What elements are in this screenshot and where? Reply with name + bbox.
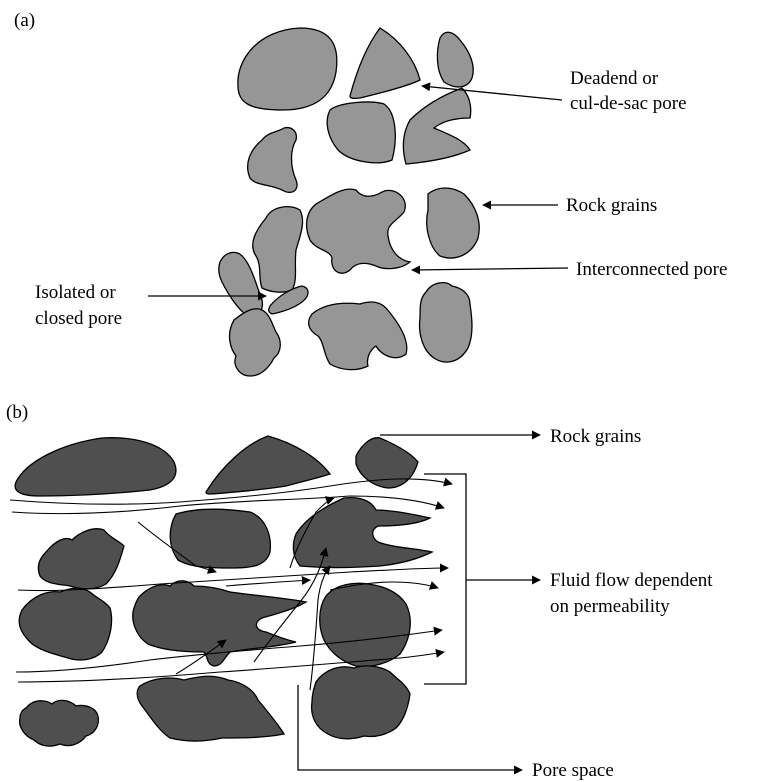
rock-grain: [437, 32, 473, 87]
rock-grain: [170, 509, 270, 568]
pore-space-label: Pore space: [532, 760, 614, 781]
rock-grain: [356, 438, 418, 488]
isolated-label-line2: closed pore: [35, 308, 122, 329]
light-rock-grains: [219, 28, 480, 376]
rock-grain: [137, 676, 284, 741]
deadend-label-line2: cul-de-sac pore: [570, 93, 687, 114]
rock-grain: [307, 189, 410, 273]
panel-a-tag: (a): [14, 10, 35, 31]
rock-grain: [253, 207, 303, 292]
deadend-label-line1: Deadend or: [570, 68, 659, 89]
rock-grain: [38, 529, 124, 589]
rock-grain: [238, 28, 337, 110]
rock-grain: [427, 188, 479, 258]
rock-grains-label: Rock grains: [566, 195, 657, 216]
dark-rock-grains: [15, 436, 432, 746]
rock-grain: [248, 128, 297, 193]
flow-bracket: [424, 474, 466, 684]
rock-grain: [420, 283, 472, 362]
panel-b: (b): [6, 402, 713, 781]
fluid-flow-label-line1: Fluid flow dependent: [550, 570, 713, 591]
rock-grains-b-label: Rock grains: [550, 426, 641, 447]
flow-path: [226, 580, 310, 586]
rock-grain: [19, 588, 111, 660]
rock-grain: [350, 28, 420, 98]
fluid-flow-label-line2: on permeability: [550, 596, 670, 617]
rock-grain: [320, 583, 411, 666]
rock-grain: [403, 88, 470, 164]
panel-b-tag: (b): [6, 402, 28, 423]
isolated-label-line1: Isolated or: [35, 282, 116, 303]
panel-a: (a) Deadend or cul-de-sac pore Rock grai…: [14, 10, 727, 376]
interconnected-leader-arrow: [412, 268, 568, 270]
rock-grain: [20, 700, 99, 746]
rock-grain: [230, 309, 281, 376]
interconnected-label: Interconnected pore: [576, 259, 727, 280]
rock-grain: [206, 436, 330, 494]
rock-grain: [327, 102, 395, 163]
rock-grain: [293, 498, 432, 568]
rock-grain: [309, 302, 407, 370]
rock-grain: [15, 438, 176, 496]
rock-grain: [312, 666, 410, 739]
rock-grain: [219, 252, 263, 316]
